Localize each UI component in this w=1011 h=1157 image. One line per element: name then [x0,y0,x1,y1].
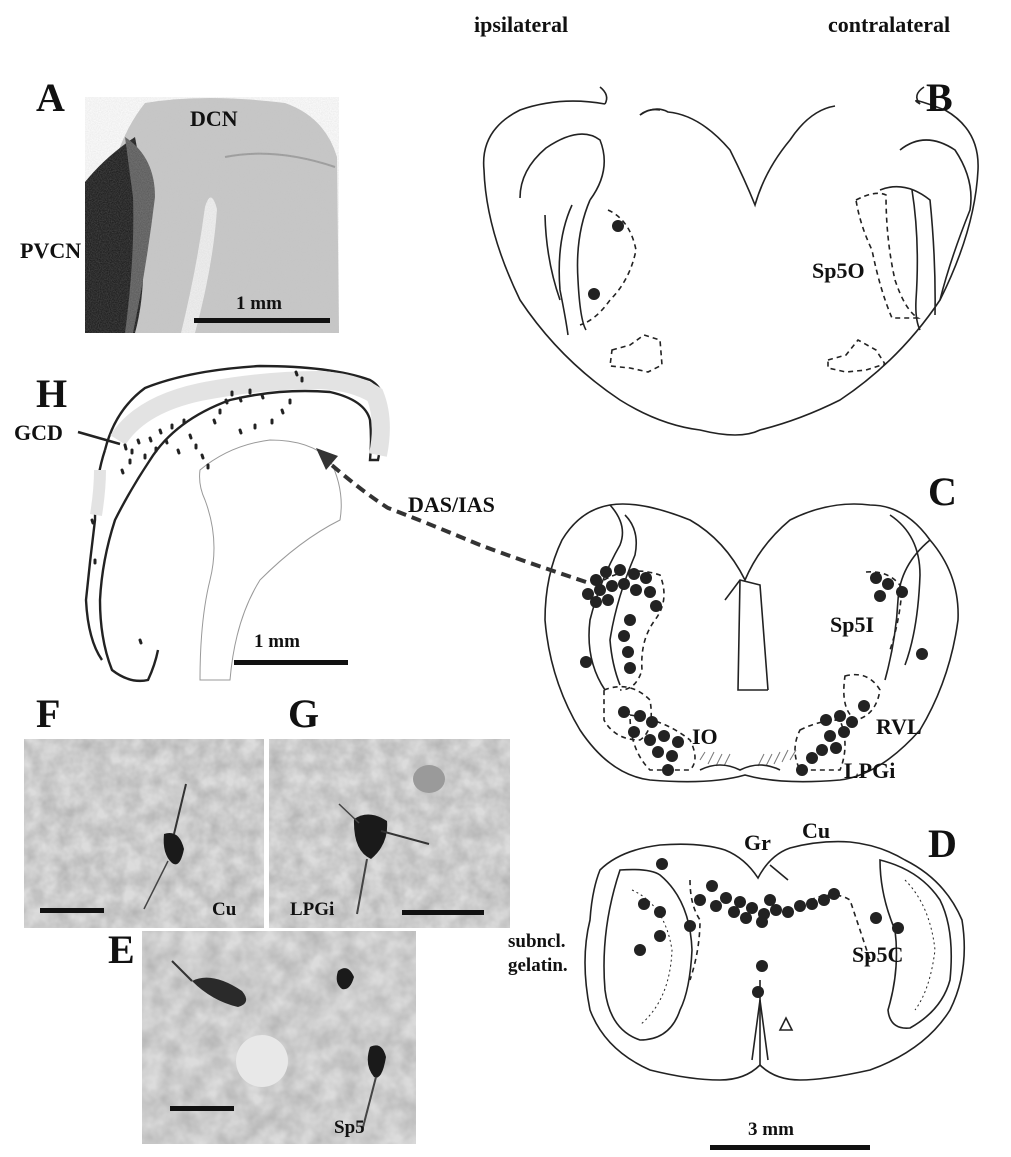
panel-h-scale-bar [234,660,348,665]
panel-c-hatched-pyramids [700,750,796,766]
panel-e-sp5-label: Sp5 [334,1118,365,1137]
panel-d-scale-label: 3 mm [748,1120,794,1139]
panel-g-scale-bar [402,910,484,915]
panel-b-letter: B [926,78,953,118]
panel-h-labeled-terminals [92,372,302,643]
panel-d-sp5c-label: Sp5C [852,944,903,966]
panel-b-section-outline [484,87,978,435]
panel-c-lpgi-label: LPGi [844,760,895,782]
panel-g-letter: G [288,694,319,734]
panel-d-letter: D [928,824,957,864]
panel-d-dashed-regions [690,880,870,980]
panel-h-gcd-band-lateral [96,470,100,515]
panel-d-subncl-label-line1: subncl. [508,932,566,951]
panel-f-scale-bar [40,908,104,913]
panel-g-lpgi-label: LPGi [290,900,334,919]
panel-f-cu-label: Cu [212,900,236,919]
labeled-neuron-dots [580,220,928,998]
panel-e-micrograph [142,931,416,1144]
das-ias-label: DAS/IAS [408,494,495,516]
panel-d-cu-label: Cu [802,820,830,842]
panel-d-scale-bar [710,1145,870,1150]
panel-d-gr-label: Gr [744,832,771,854]
panel-d-gr-pointer [770,865,788,880]
panel-c-sp5i-label: Sp5I [830,614,874,636]
panel-f-letter: F [36,694,60,734]
panel-b-sp5o-label: Sp5O [812,260,865,282]
panel-h-scale-label: 1 mm [254,632,300,651]
panel-h-gcd-label: GCD [14,422,63,444]
panel-b-dashed-regions [580,193,918,372]
panel-c-io-label: IO [692,726,718,748]
panel-c-section-outline [545,504,958,782]
panel-c-rvl-label: RVL [876,716,922,738]
panel-h-letter: H [36,374,67,414]
panel-c-letter: C [928,472,957,512]
panel-c-midline-base [700,765,780,770]
panel-e-letter: E [108,930,135,970]
panel-e-scale-bar [170,1106,234,1111]
panel-d-section-outline [585,842,964,1080]
panel-d-subncl-label-line2: gelatin. [508,956,568,975]
